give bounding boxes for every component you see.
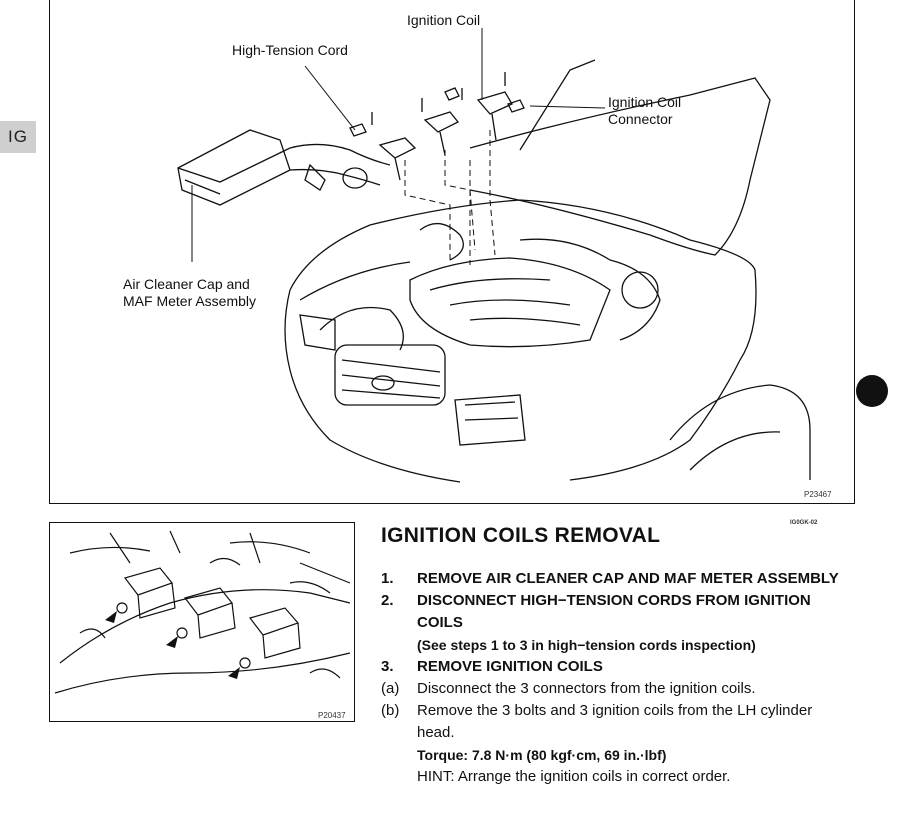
label-high-tension-cord: High-Tension Cord [232, 42, 348, 58]
coil-closeup-illustration: P20437 [49, 522, 355, 722]
step-number: 1. [381, 570, 394, 587]
label-ignition-coil: Ignition Coil [407, 12, 481, 28]
label-ignition-coil-connector: Ignition Coil Connector [608, 94, 682, 127]
step-2-note: (See steps 1 to 3 in high−tension cords … [417, 637, 756, 653]
label-air-cleaner: Air Cleaner Cap and MAF Meter Assembly [123, 276, 257, 309]
page-title: IGNITION COILS REMOVAL [381, 524, 661, 547]
step-text: REMOVE IGNITION COILS [417, 658, 603, 675]
section-tab: IG [0, 121, 36, 153]
step-2: 2. DISCONNECT HIGH−TENSION CORDS FROM IG… [381, 590, 851, 634]
step-text: DISCONNECT HIGH−TENSION CORDS FROM IGNIT… [417, 592, 811, 631]
torque-spec: Torque: 7.8 N·m (80 kgf·cm, 69 in.·lbf) [417, 747, 667, 763]
procedure-steps: 1. REMOVE AIR CLEANER CAP AND MAF METER … [381, 568, 851, 788]
step-number: 3. [381, 658, 394, 675]
engine-bay-illustration: Ignition Coil High-Tension Cord Ignition… [49, 0, 855, 504]
step-number: 2. [381, 592, 394, 609]
step-number: (b) [381, 702, 400, 719]
black-dot-marker [856, 375, 888, 407]
step-text: Remove the 3 bolts and 3 ignition coils … [417, 702, 813, 741]
step-3b: (b) Remove the 3 bolts and 3 ignition co… [381, 700, 851, 744]
section-code: IG0GK-02 [790, 520, 818, 526]
main-figure-number: P23467 [804, 490, 832, 499]
step-1: 1. REMOVE AIR CLEANER CAP AND MAF METER … [381, 568, 851, 590]
step-text: REMOVE AIR CLEANER CAP AND MAF METER ASS… [417, 570, 839, 587]
step-number: (a) [381, 680, 400, 697]
hint-text: HINT: Arrange the ignition coils in corr… [417, 768, 731, 785]
engine-bay-drawing [177, 28, 811, 483]
step-text: Disconnect the 3 connectors from the ign… [417, 680, 756, 697]
small-figure-number: P20437 [318, 711, 346, 720]
coil-closeup-drawing [54, 530, 351, 694]
step-3: 3. REMOVE IGNITION COILS [381, 656, 851, 678]
step-3a: (a) Disconnect the 3 connectors from the… [381, 678, 851, 700]
